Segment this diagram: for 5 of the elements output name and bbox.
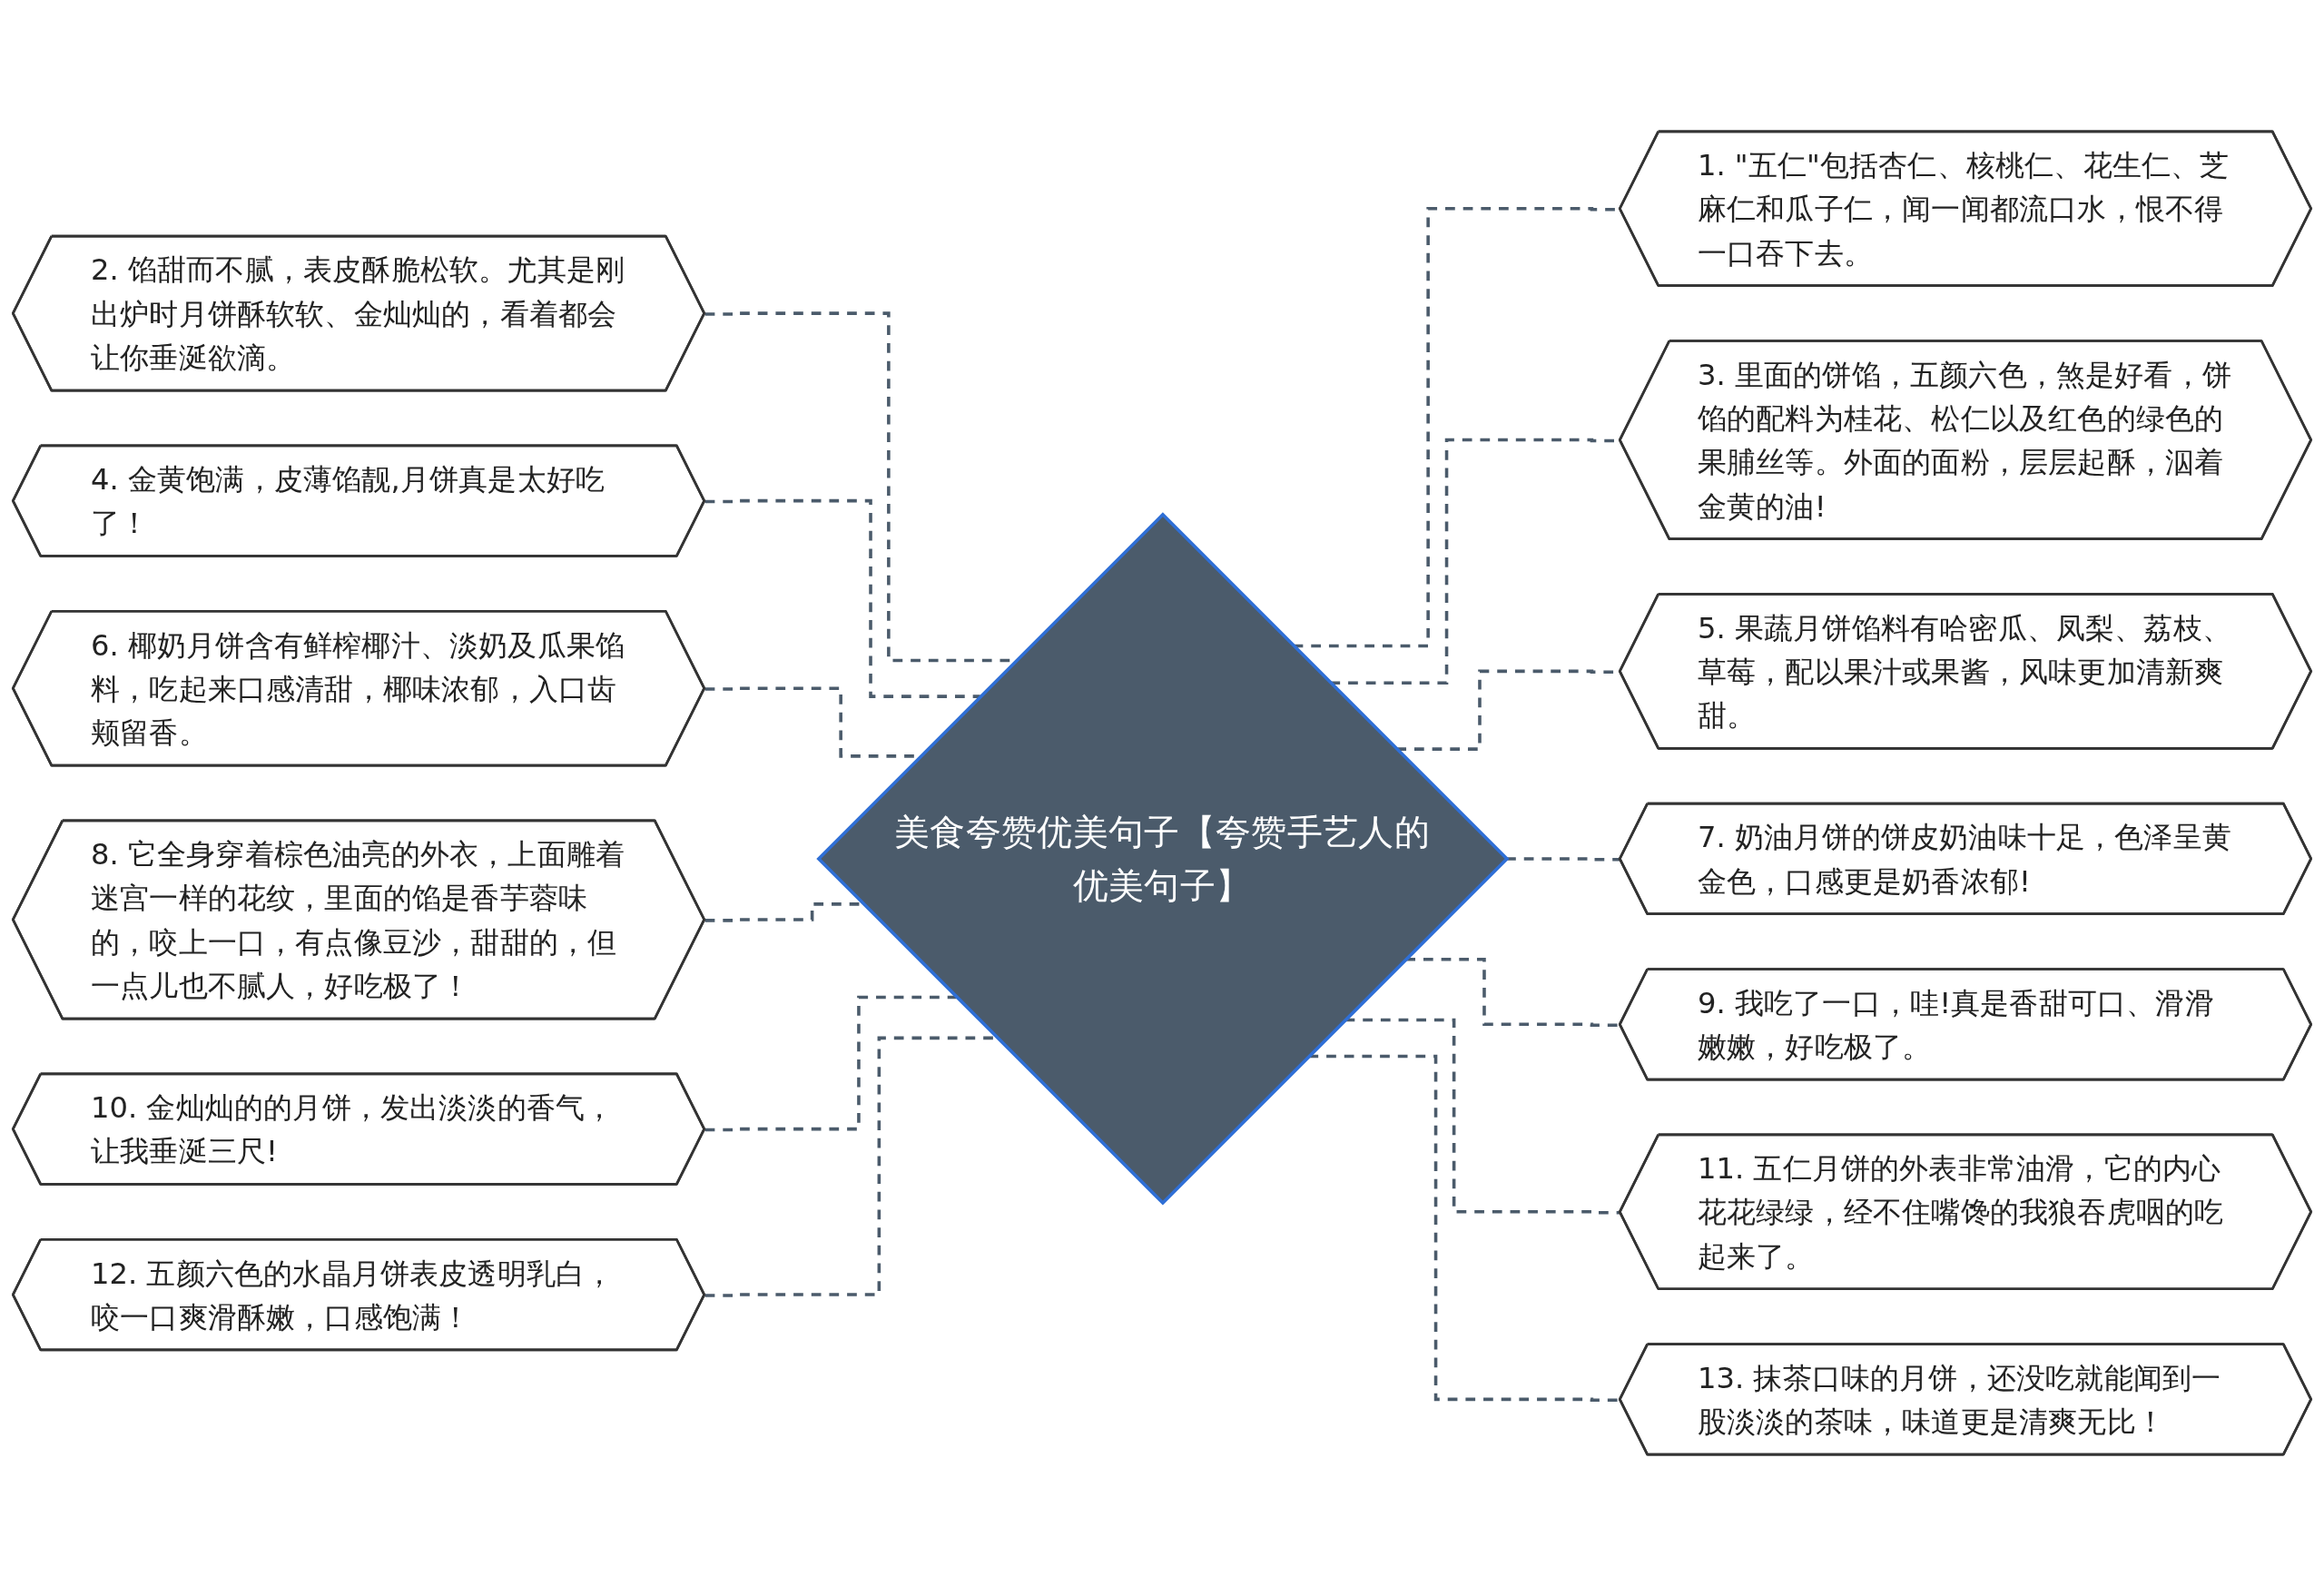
connector <box>704 995 957 1132</box>
connector <box>1506 857 1621 862</box>
connector <box>1344 1018 1621 1215</box>
node-diamond: 美食夸赞优美句子【夸赞手艺人的优美句子】 <box>816 512 1510 1206</box>
connector <box>704 498 980 698</box>
